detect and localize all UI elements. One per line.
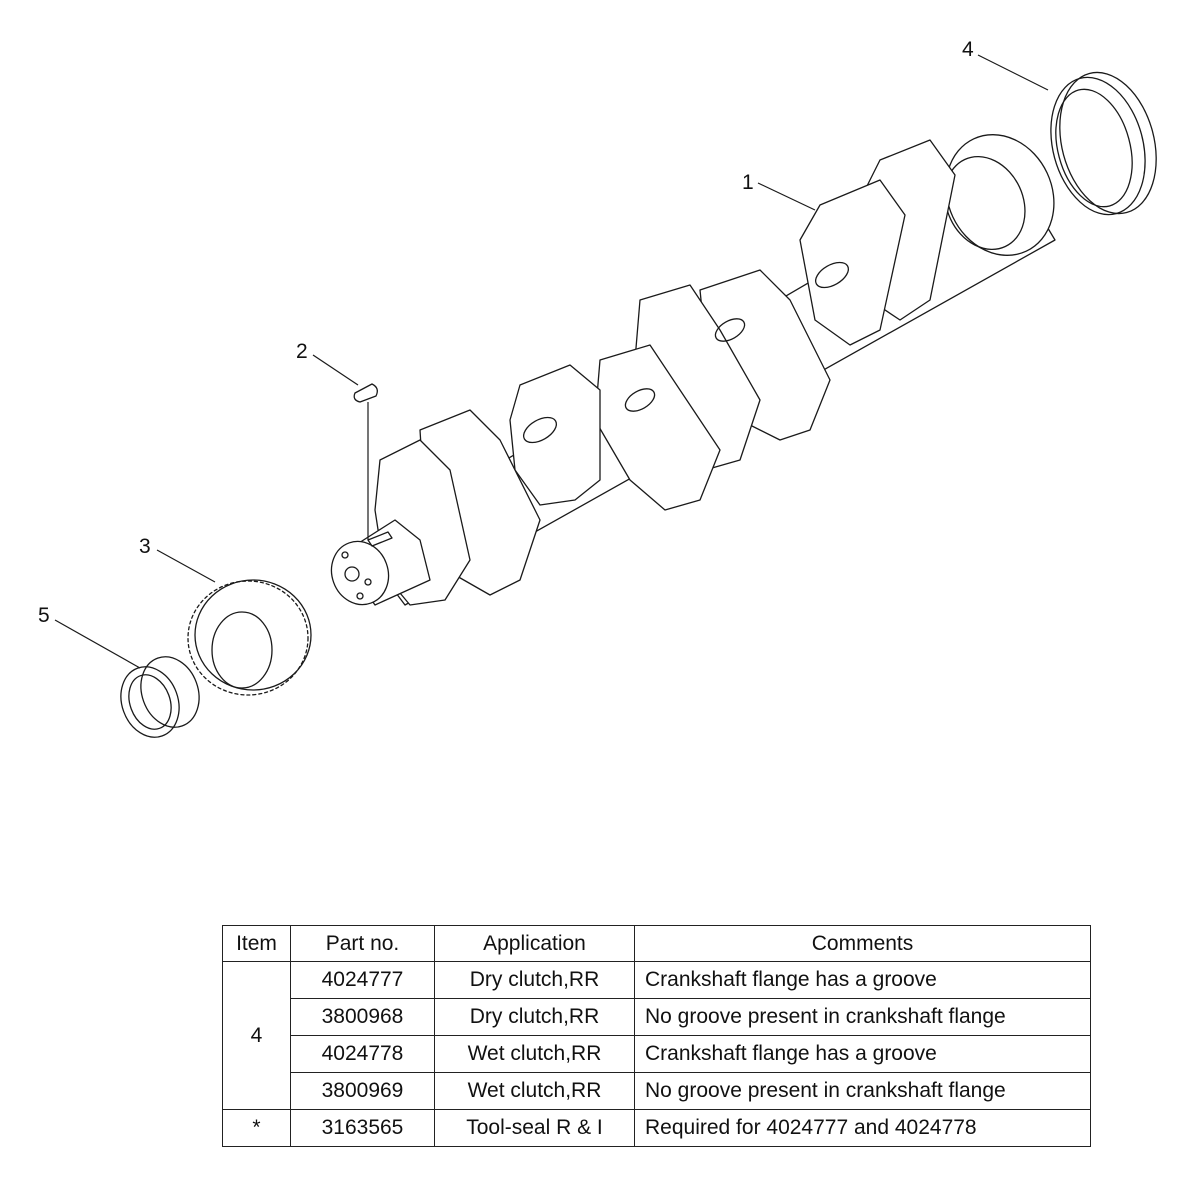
application-cell: Wet clutch,RR	[434, 1072, 635, 1110]
item-cell: *	[222, 1109, 291, 1147]
header-part-no: Part no.	[290, 925, 435, 962]
front-seal	[120, 656, 200, 738]
application-cell: Dry clutch,RR	[434, 961, 635, 999]
callout-3: 3	[139, 535, 151, 558]
application-cell: Wet clutch,RR	[434, 1035, 635, 1073]
leader-4	[977, 54, 1049, 91]
callout-5: 5	[38, 604, 50, 627]
leader-2	[312, 354, 359, 386]
parts-table: Item Part no. Application Comments 4 402…	[222, 925, 1091, 1147]
crankshaft-exploded-diagram: 1 2 3 4 5	[38, 38, 1157, 738]
part-cell: 4024778	[290, 1035, 435, 1073]
callout-4: 4	[962, 38, 974, 61]
header-item: Item	[222, 925, 291, 962]
comment-cell: No groove present in crankshaft flange	[634, 998, 1091, 1036]
header-comments: Comments	[634, 925, 1091, 962]
table-row: 3800968 Dry clutch,RR No groove present …	[223, 998, 1091, 1036]
crankshaft	[330, 134, 1056, 606]
application-cell: Tool-seal R & I	[434, 1109, 635, 1147]
part-cell: 4024777	[290, 961, 435, 999]
part-cell: 3800969	[290, 1072, 435, 1110]
table-row: 4 4024777 Dry clutch,RR Crankshaft flang…	[222, 961, 1091, 1110]
leader-1	[757, 182, 816, 211]
leader-3	[156, 549, 216, 583]
table-row: 4024778 Wet clutch,RR Crankshaft flange …	[223, 1035, 1091, 1073]
comment-cell: No groove present in crankshaft flange	[634, 1072, 1091, 1110]
table-row: 3800969 Wet clutch,RR No groove present …	[223, 1072, 1091, 1110]
application-cell: Dry clutch,RR	[434, 998, 635, 1036]
table-row: * 3163565 Tool-seal R & I Required for 4…	[222, 1109, 1091, 1147]
rear-seal	[1050, 71, 1157, 216]
comment-cell: Crankshaft flange has a groove	[634, 1035, 1091, 1073]
leader-5	[54, 619, 141, 669]
crankshaft-gear	[187, 579, 312, 696]
part-cell: 3800968	[290, 998, 435, 1036]
callout-2: 2	[296, 340, 308, 363]
comment-cell: Crankshaft flange has a groove	[634, 961, 1091, 999]
table-header-row: Item Part no. Application Comments	[222, 925, 1091, 962]
comment-cell: Required for 4024777 and 4024778	[634, 1109, 1091, 1147]
part-cell: 3163565	[290, 1109, 435, 1147]
item-cell: 4	[222, 961, 291, 1110]
callout-1: 1	[742, 171, 754, 194]
woodruff-key	[353, 383, 378, 540]
header-application: Application	[434, 925, 635, 962]
